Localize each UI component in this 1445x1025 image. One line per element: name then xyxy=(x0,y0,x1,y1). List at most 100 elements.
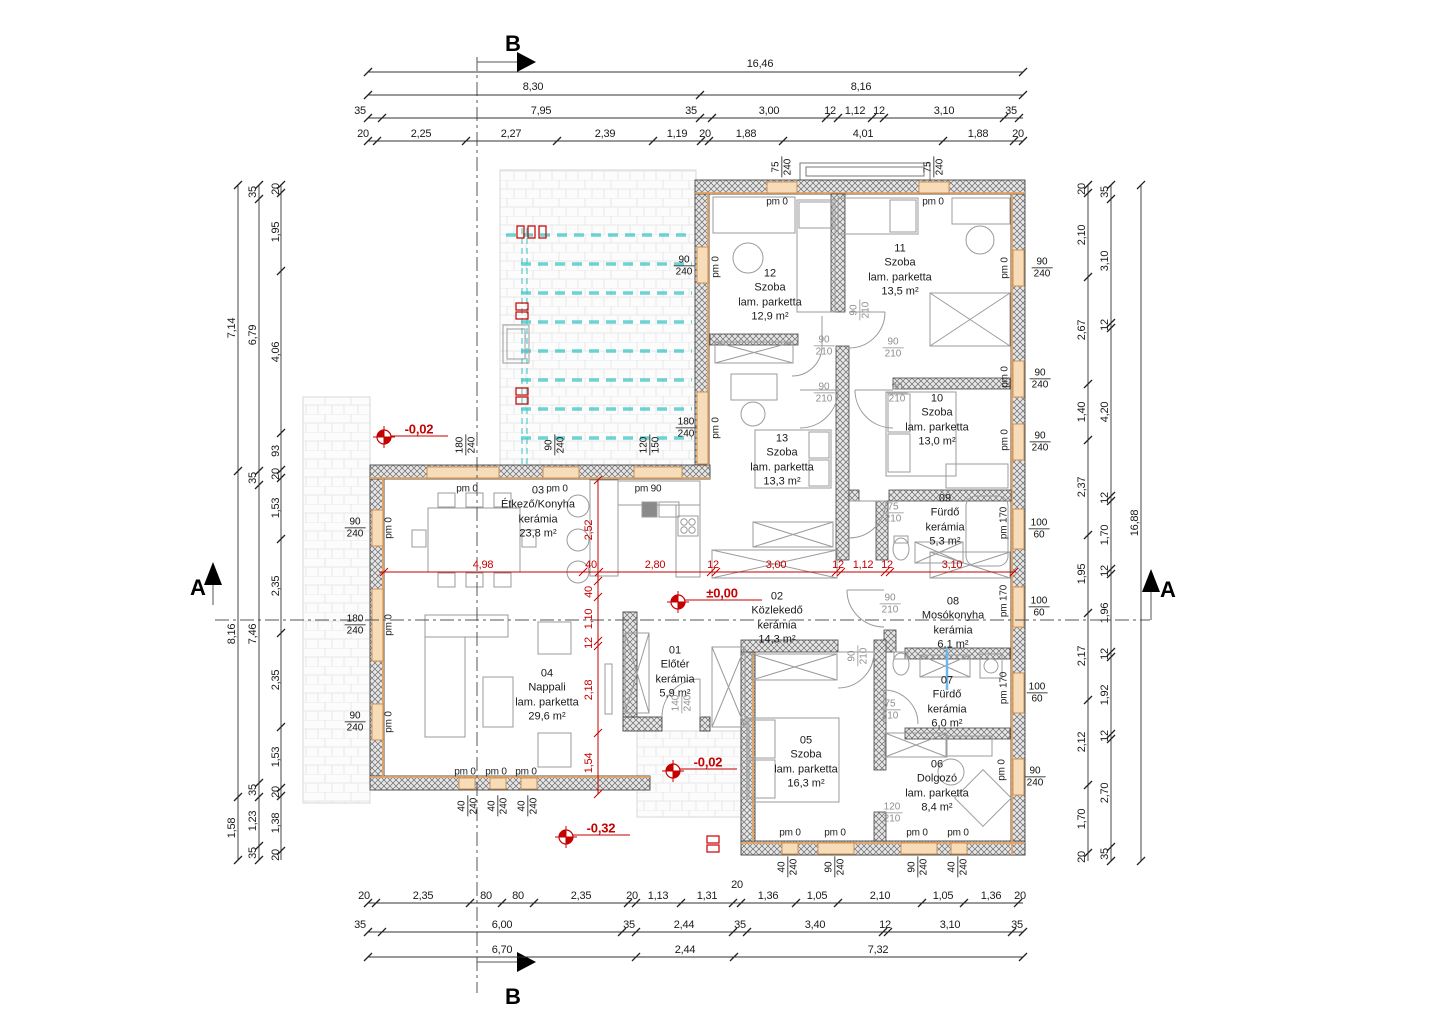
dim-label: 6,00 xyxy=(491,919,513,931)
dim-label: 1,23 xyxy=(247,810,259,832)
sill-label: pm 0 xyxy=(947,827,969,839)
dim-label: 2,35 xyxy=(412,890,434,902)
dim-label: 20 xyxy=(270,786,282,798)
dim-label-red: 12 xyxy=(881,559,893,571)
dim-label: 12 xyxy=(1099,492,1111,504)
dim-label: 2,35 xyxy=(570,890,592,902)
sill-label: pm 0 xyxy=(999,366,1011,388)
dim-label: 4,01 xyxy=(852,128,874,140)
dim-label-red: 1,10 xyxy=(583,608,595,630)
section-lines xyxy=(212,57,1152,993)
dim-label: 2,10 xyxy=(1076,224,1088,246)
sill-label: pm 0 xyxy=(710,256,722,278)
dim-label: 2,70 xyxy=(1099,782,1111,804)
dim-label: 35 xyxy=(247,784,259,796)
dim-label: 35 xyxy=(1099,848,1111,860)
dim-label: 12 xyxy=(1099,319,1111,331)
dim-label-red: 12 xyxy=(832,559,844,571)
sill-label: pm 0 xyxy=(454,766,476,778)
dim-label: 1,19 xyxy=(666,128,688,140)
dim-label: 20 xyxy=(731,879,743,891)
dim-label-red: 2,52 xyxy=(583,519,595,541)
dim-label-red: 12 xyxy=(583,637,595,649)
sill-label: pm 0 xyxy=(996,759,1008,781)
sill-label: pm 0 xyxy=(999,257,1011,279)
dim-label: 1,88 xyxy=(735,128,757,140)
sill-label: pm 0 xyxy=(906,827,928,839)
dim-label: 1,96 xyxy=(1099,602,1111,624)
dim-label: 1,58 xyxy=(226,817,238,839)
dim-label: 8,30 xyxy=(522,81,544,93)
dim-label-red: 3,00 xyxy=(765,559,787,571)
furniture xyxy=(411,196,1012,827)
dim-label-red: 40 xyxy=(585,559,597,571)
dim-label: 7,14 xyxy=(226,317,238,339)
sill-label: pm 0 xyxy=(824,827,846,839)
dim-label-red: 1,12 xyxy=(852,559,874,571)
sill-label: pm 170 xyxy=(998,671,1010,705)
dim-label: 80 xyxy=(480,890,492,902)
dim-label: 1,70 xyxy=(1076,808,1088,830)
dim-label: 2,37 xyxy=(1076,476,1088,498)
dim-label: 12 xyxy=(824,105,836,117)
dim-label-red: 12 xyxy=(707,559,719,571)
dim-label: 3,10 xyxy=(1099,250,1111,272)
dim-label: 1,95 xyxy=(270,221,282,243)
canopy-outline xyxy=(799,162,931,181)
sill-label: pm 0 xyxy=(999,429,1011,451)
dim-label: 20 xyxy=(1076,851,1088,863)
sill-label: pm 0 xyxy=(485,766,507,778)
dim-label: 2,39 xyxy=(594,128,616,140)
dim-label: 20 xyxy=(357,128,369,140)
section-marker-b-top: B xyxy=(505,31,521,56)
sill-label: pm 0 xyxy=(710,417,722,439)
dim-label-red: 40 xyxy=(583,586,595,598)
section-marker-a-left: A xyxy=(190,575,206,600)
dim-label: 1,05 xyxy=(806,890,828,902)
dim-label: 35 xyxy=(247,186,259,198)
dim-label: 1,31 xyxy=(696,890,718,902)
sill-label: pm 170 xyxy=(998,506,1010,540)
dim-label: 1,88 xyxy=(967,128,989,140)
dim-label: 4,06 xyxy=(270,341,282,363)
dim-label: 3,10 xyxy=(933,105,955,117)
dim-label-red: 3,10 xyxy=(941,559,963,571)
dim-label: 12 xyxy=(1099,648,1111,660)
dim-label: 1,40 xyxy=(1076,401,1088,423)
dim-label: 1,05 xyxy=(932,890,954,902)
dim-label: 2,44 xyxy=(674,944,696,956)
sill-label: pm 170 xyxy=(998,584,1010,618)
dim-label: 20 xyxy=(1012,128,1024,140)
dim-label: 80 xyxy=(512,890,524,902)
dim-label: 8,16 xyxy=(226,623,238,645)
dim-label: 6,70 xyxy=(491,944,513,956)
dim-label-red: 2,18 xyxy=(583,679,595,701)
dim-label: 1,70 xyxy=(1099,524,1111,546)
dim-label: 16,88 xyxy=(1129,509,1141,537)
